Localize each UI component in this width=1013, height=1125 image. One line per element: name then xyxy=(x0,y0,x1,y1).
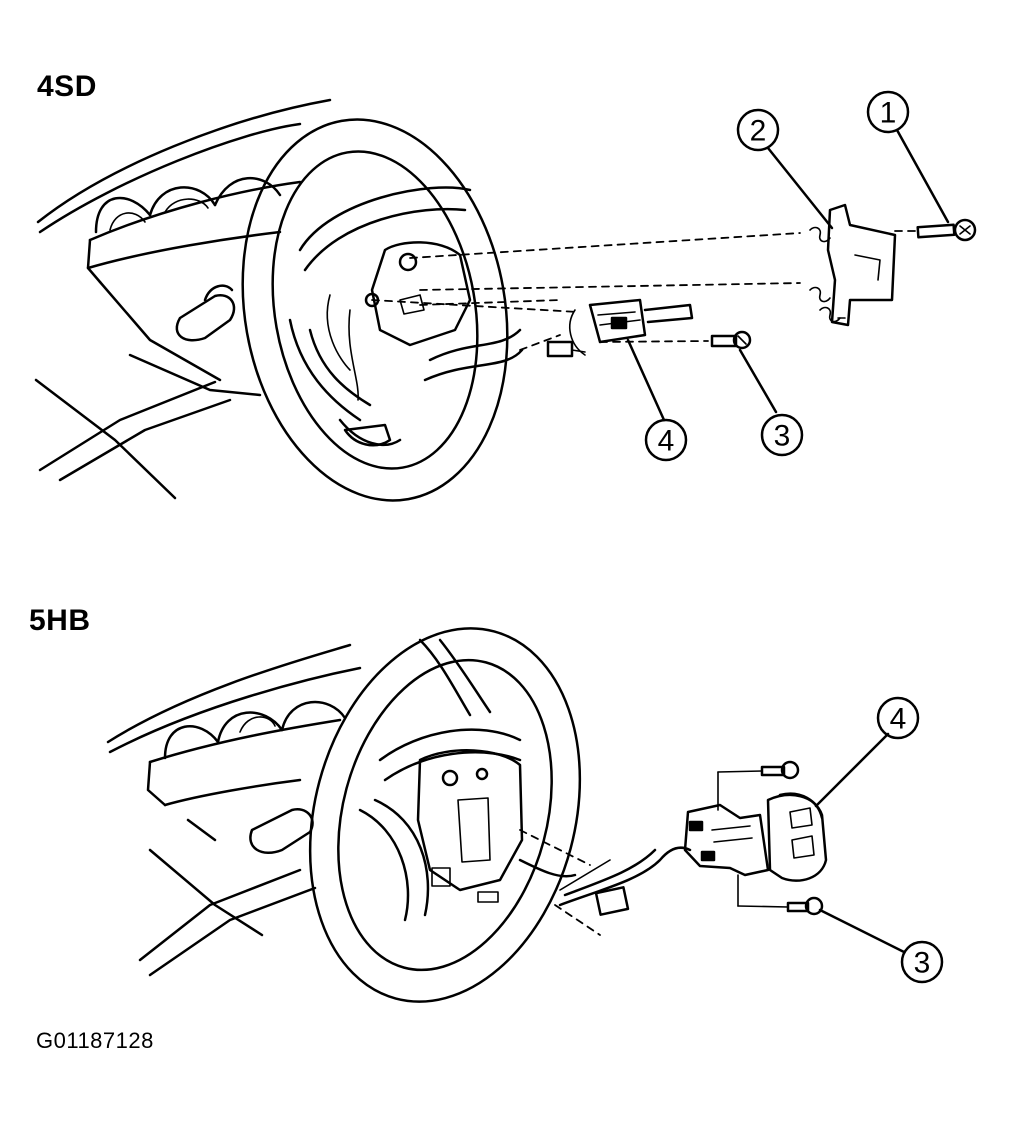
callout-3-4sd: 3 xyxy=(760,413,804,457)
svg-text:1: 1 xyxy=(880,97,897,130)
steering-wheel-4sd xyxy=(241,118,524,502)
dashboard-5hb xyxy=(106,643,362,977)
svg-text:3: 3 xyxy=(914,947,931,980)
figure-id: G01187128 xyxy=(36,1028,154,1053)
switch-assembly-5hb xyxy=(519,732,906,954)
steering-wheel-5hb xyxy=(308,627,582,1003)
panel-label-4sd: 4SD xyxy=(37,70,97,103)
callout-1-4sd: 1 xyxy=(866,90,910,134)
svg-text:4: 4 xyxy=(890,703,907,736)
callout-2-4sd: 2 xyxy=(736,108,780,152)
svg-text:3: 3 xyxy=(774,420,791,453)
switch-assembly-4sd xyxy=(546,203,977,358)
callout-3-5hb: 3 xyxy=(900,940,944,984)
panel-label-5hb: 5HB xyxy=(29,604,91,637)
svg-text:4: 4 xyxy=(658,425,675,458)
callout-4-4sd: 4 xyxy=(644,418,688,462)
svg-text:2: 2 xyxy=(750,115,767,148)
callout-4-5hb: 4 xyxy=(876,696,920,740)
dashboard-4sd xyxy=(34,98,332,500)
leader-lines-4sd xyxy=(371,128,950,422)
